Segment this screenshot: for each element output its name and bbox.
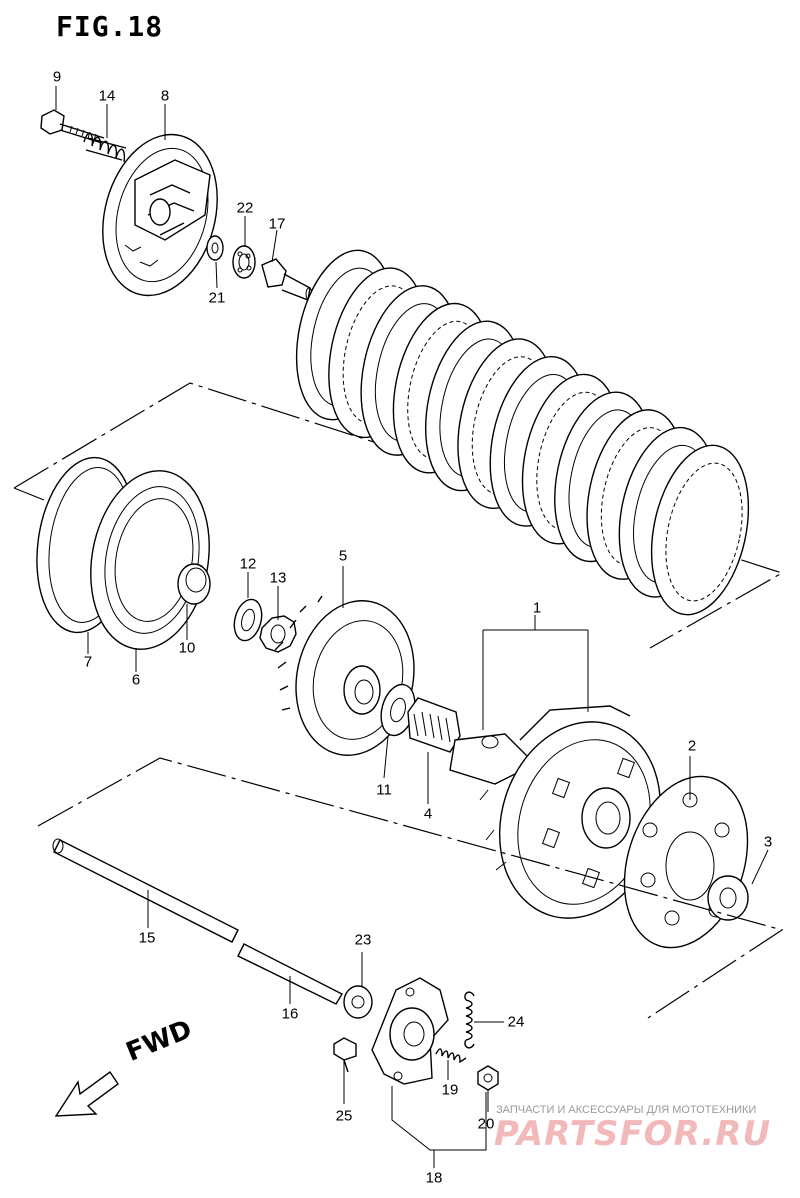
part-label-18: 18 [425,1169,443,1187]
push-rod-16-drawing [237,943,343,1005]
part-label-7: 7 [83,653,93,671]
watermark-tagline: ЗАПЧАСТИ И АКСЕССУАРЫ ДЛЯ МОТОТЕХНИКИ [496,1104,757,1116]
thrust-washer-3-drawing [707,875,749,921]
part-label-13: 13 [269,569,287,587]
pressure-plate-assembly [40,109,313,301]
part-label-19: 19 [441,1081,459,1099]
fwd-arrow-icon [54,1071,119,1117]
release-assembly-18-drawing [371,977,449,1085]
pressure-plate-8-drawing [102,133,218,297]
push-rod-17-drawing [261,258,313,301]
part-label-20: 20 [477,1115,495,1133]
part-label-11: 11 [376,781,392,799]
washers-12-13 [233,598,297,653]
part-label-16: 16 [281,1005,299,1023]
part-label-4: 4 [423,805,433,823]
watermark-logo: PARTSFOR.RU [494,1114,772,1154]
screw-19-drawing [435,1048,467,1064]
part-label-6: 6 [131,671,141,689]
bearing-22-drawing [232,245,256,279]
part-label-25: 25 [335,1107,353,1125]
clutch-sleeve-group [36,456,211,650]
needle-bearing-4-drawing [407,697,461,753]
washer-23-drawing [343,985,373,1019]
part-label-8: 8 [160,87,170,105]
driven-plate [650,444,750,616]
part-label-9: 9 [52,68,62,86]
part-label-15: 15 [138,929,156,947]
fig-title: FIG.18 [56,10,164,43]
primary-driven-gear-1-drawing [449,705,662,919]
push-rod-15-drawing [52,838,239,943]
part-label-24: 24 [507,1013,525,1031]
washer-21-drawing [206,235,224,261]
part-label-3: 3 [763,833,773,851]
leader-lines [55,86,769,1168]
sleeve-hub-5-drawing [274,595,415,756]
spacer-10-drawing [177,563,211,605]
bolt-9-drawing [40,109,105,144]
part-label-10: 10 [178,639,196,657]
bolt-25-drawing [333,1037,357,1073]
part-label-21: 21 [208,289,226,307]
part-label-22: 22 [236,199,254,217]
part-label-17: 17 [268,215,286,233]
part-label-1: 1 [532,599,542,617]
part-label-12: 12 [239,555,257,573]
part-label-5: 5 [338,547,348,565]
spring-14-drawing [83,132,127,163]
clutch-plate-stack [13,249,784,649]
part-label-14: 14 [98,87,116,105]
part-label-2: 2 [687,737,697,755]
nut-20-drawing [477,1065,499,1091]
part-label-23: 23 [354,931,372,949]
spring-24-drawing [464,991,475,1049]
